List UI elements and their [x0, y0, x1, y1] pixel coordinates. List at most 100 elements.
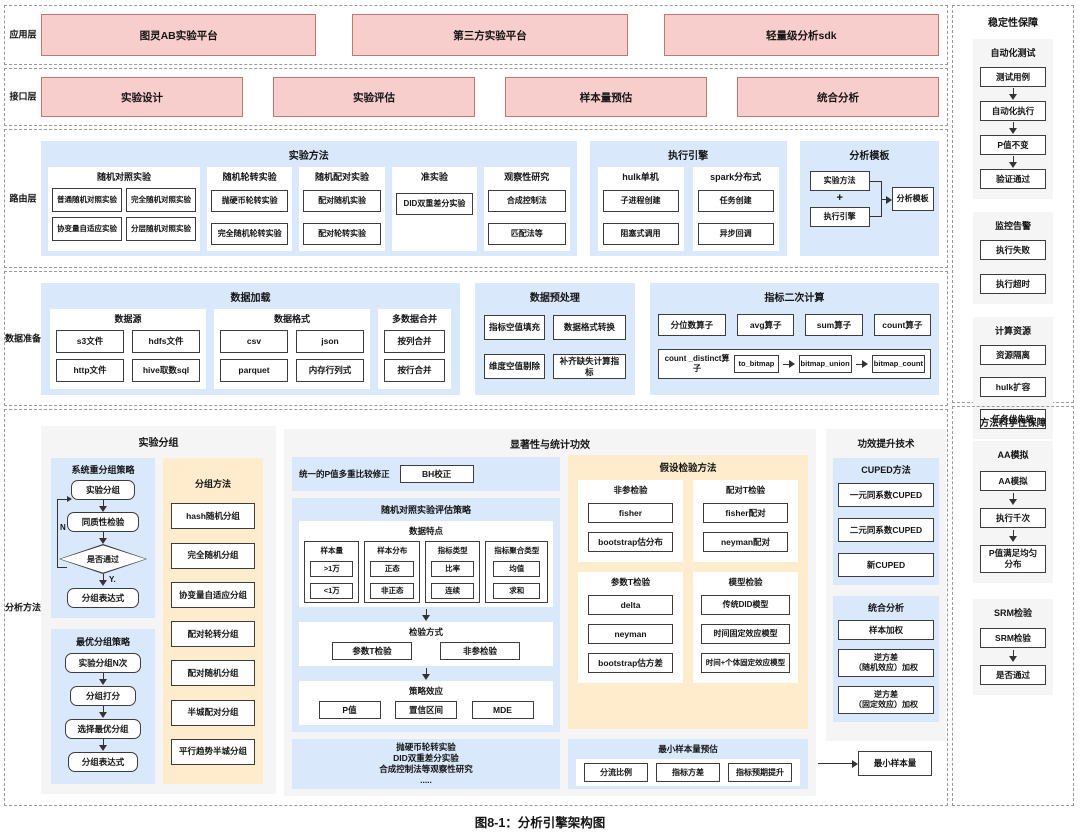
- arrow-right: [881, 195, 892, 204]
- flow-step-box: 选择最优分组: [65, 719, 141, 739]
- method-box: DID双重差分实验: [395, 193, 474, 215]
- operator-box: 分位数算子: [657, 314, 727, 336]
- test-method-box: 检验方式 参数T检验 非参检验: [299, 622, 553, 666]
- template-input-box: 执行引擎: [809, 207, 870, 227]
- test-box: delta: [588, 595, 673, 615]
- aa-simulation-panel: AA模拟 AA模拟 执行千次 P值满足均匀 分布: [973, 441, 1053, 583]
- resource-box: 资源隔离: [980, 345, 1046, 365]
- execution-engine-panel: 执行引擎 hulk单机 子进程创建 阻塞式调用 spark分布式 任务创建 异步…: [589, 141, 787, 256]
- sub-title: 计算资源: [994, 326, 1031, 336]
- cuped-panel: CUPED方法 一元同系数CUPED 二元同系数CUPED 新CUPED: [833, 458, 939, 585]
- test-box: fisher配对: [703, 503, 788, 523]
- test-box: 参数T检验: [332, 642, 412, 660]
- group-title: 数据特点: [408, 526, 443, 536]
- data-formats-group: 数据格式 csv json parquet 内存行列式: [214, 309, 370, 389]
- arrow-down: [99, 532, 108, 544]
- correction-label: 统一的P值多重比较修正: [299, 469, 390, 479]
- group-title: 随机轮转实验: [222, 172, 277, 182]
- method-box: 协变量自适应实验: [52, 217, 122, 241]
- platform-box: 第三方实验平台: [352, 14, 628, 56]
- engine-box: 任务创建: [697, 190, 774, 212]
- bitmap-step-box: bitmap_union: [798, 355, 852, 373]
- flow-step-box: 分组表达式: [68, 752, 138, 772]
- arrow-down: [1009, 530, 1018, 545]
- method-box: 配对随机实验: [303, 190, 381, 212]
- analysis-layer-label: 分析方法: [5, 601, 42, 612]
- data-sources-group: 数据源 s3文件 hdfs文件 http文件 hive取数sql: [50, 309, 206, 389]
- flow-step-box: 分组打分: [70, 686, 136, 706]
- engine-box: 子进程创建: [602, 190, 679, 212]
- estimate-input-box: 指标预期提升: [728, 763, 792, 782]
- bh-correction-box: BH校正: [399, 465, 474, 483]
- group-title: 准实验: [420, 172, 448, 182]
- panel-title: 实验分组: [138, 438, 179, 449]
- sub-title: SRM检验: [994, 608, 1032, 618]
- sub-title: 最优分组策略: [75, 637, 130, 647]
- sub-title: 系统重分组策略: [71, 465, 135, 475]
- effect-item-box: P值: [318, 701, 381, 719]
- grouping-method-box: 协变量自适应分组: [171, 581, 255, 608]
- operator-box: sum算子: [805, 314, 863, 336]
- param-t-test-group: 参数T检验 delta neyman bootstrap估方差: [578, 572, 683, 683]
- flow-step-box: 是否通过: [980, 665, 1046, 685]
- panel-title: 执行引擎: [668, 151, 709, 162]
- arrow-down: [422, 668, 431, 681]
- flow-step-box: 实验分组: [71, 480, 135, 500]
- grouping-method-box: 平行趋势半城分组: [171, 738, 255, 765]
- arrow-down: [1009, 122, 1018, 135]
- paired-t-test-group: 配对T检验 fisher配对 neyman配对: [693, 480, 798, 562]
- routing-layer-label: 路由层: [9, 192, 37, 203]
- trait-box: 正态: [370, 561, 414, 577]
- test-box: 时间+个体固定效应模型: [701, 653, 790, 673]
- source-box: hive取数sql: [132, 359, 200, 382]
- arrow-down: [1009, 493, 1018, 508]
- sub-title: AA模拟: [997, 450, 1029, 460]
- hulk-group: hulk单机 子进程创建 阻塞式调用: [597, 167, 684, 251]
- plus-sign: +: [836, 192, 843, 204]
- method-box: 普通随机对照实验: [52, 188, 122, 212]
- sub-title: 最小样本量预估: [658, 744, 718, 754]
- source-box: s3文件: [56, 330, 124, 353]
- estimate-input-box: 指标方差: [656, 763, 720, 782]
- test-box: bootstrap估方差: [588, 653, 673, 673]
- flow-result-box: 分组表达式: [67, 588, 139, 608]
- flow-step-box: SRM检验: [980, 628, 1046, 648]
- app-layer-label: 应用层: [9, 29, 37, 40]
- other-experiments-note: 抛硬币轮转实验 DID双重差分实验 合成控制法等观察性研究 .....: [292, 739, 560, 789]
- test-box: 时间固定效应模型: [701, 624, 790, 644]
- flow-step-box: 执行千次: [980, 508, 1046, 528]
- engine-box: 异步回调: [697, 223, 774, 245]
- grouping-method-box: 完全随机分组: [171, 542, 255, 569]
- panel-title: 显著性与统计功效: [510, 440, 590, 451]
- panel-title: 数据加载: [230, 293, 271, 304]
- method-box: 分层随机对照实验: [126, 217, 196, 241]
- decision-diamond: 是否通过: [59, 544, 147, 574]
- panel-title: 分析模板: [849, 151, 890, 162]
- method-box: 完全随机轮转实验: [211, 223, 289, 245]
- autotest-panel: 自动化测试 测试用例 自动化执行 P值不变 验证通过: [973, 39, 1053, 199]
- arrow-right: [818, 759, 858, 768]
- test-box: neyman: [588, 624, 673, 644]
- platform-box: 图灵AB实验平台: [41, 14, 317, 56]
- test-box: 非参检验: [440, 642, 520, 660]
- observational-group: 观察性研究 合成控制法 匹配法等: [484, 167, 570, 251]
- template-input-box: 实验方法: [809, 171, 870, 191]
- sub-title: 假设检验方法: [659, 463, 717, 474]
- flow-step-box: AA模拟: [980, 471, 1046, 491]
- arrow-down: [1009, 88, 1018, 101]
- grouping-method-box: 配对随机分组: [171, 660, 255, 687]
- monitor-box: 执行超时: [980, 274, 1046, 294]
- trait-box: 均值: [493, 561, 540, 577]
- optimal-strategy-panel: 最优分组策略 实验分组N次 分组打分 选择最优分组 分组表达式: [51, 629, 155, 784]
- source-box: http文件: [56, 359, 124, 382]
- model-test-group: 模型检验 传统DID模型 时间固定效应模型 时间+个体固定效应模型: [693, 572, 798, 683]
- format-box: parquet: [220, 359, 288, 382]
- merge-box: 按列合并: [384, 330, 446, 353]
- method-box: 完全随机对照实验: [126, 188, 196, 212]
- group-title: 策略效应: [408, 686, 443, 696]
- preprocess-box: 指标空值填充: [484, 315, 546, 340]
- arrow-right: [855, 360, 868, 369]
- scientific-title: 方法科学性保障: [979, 418, 1047, 429]
- template-output-box: 分析模板: [891, 187, 934, 211]
